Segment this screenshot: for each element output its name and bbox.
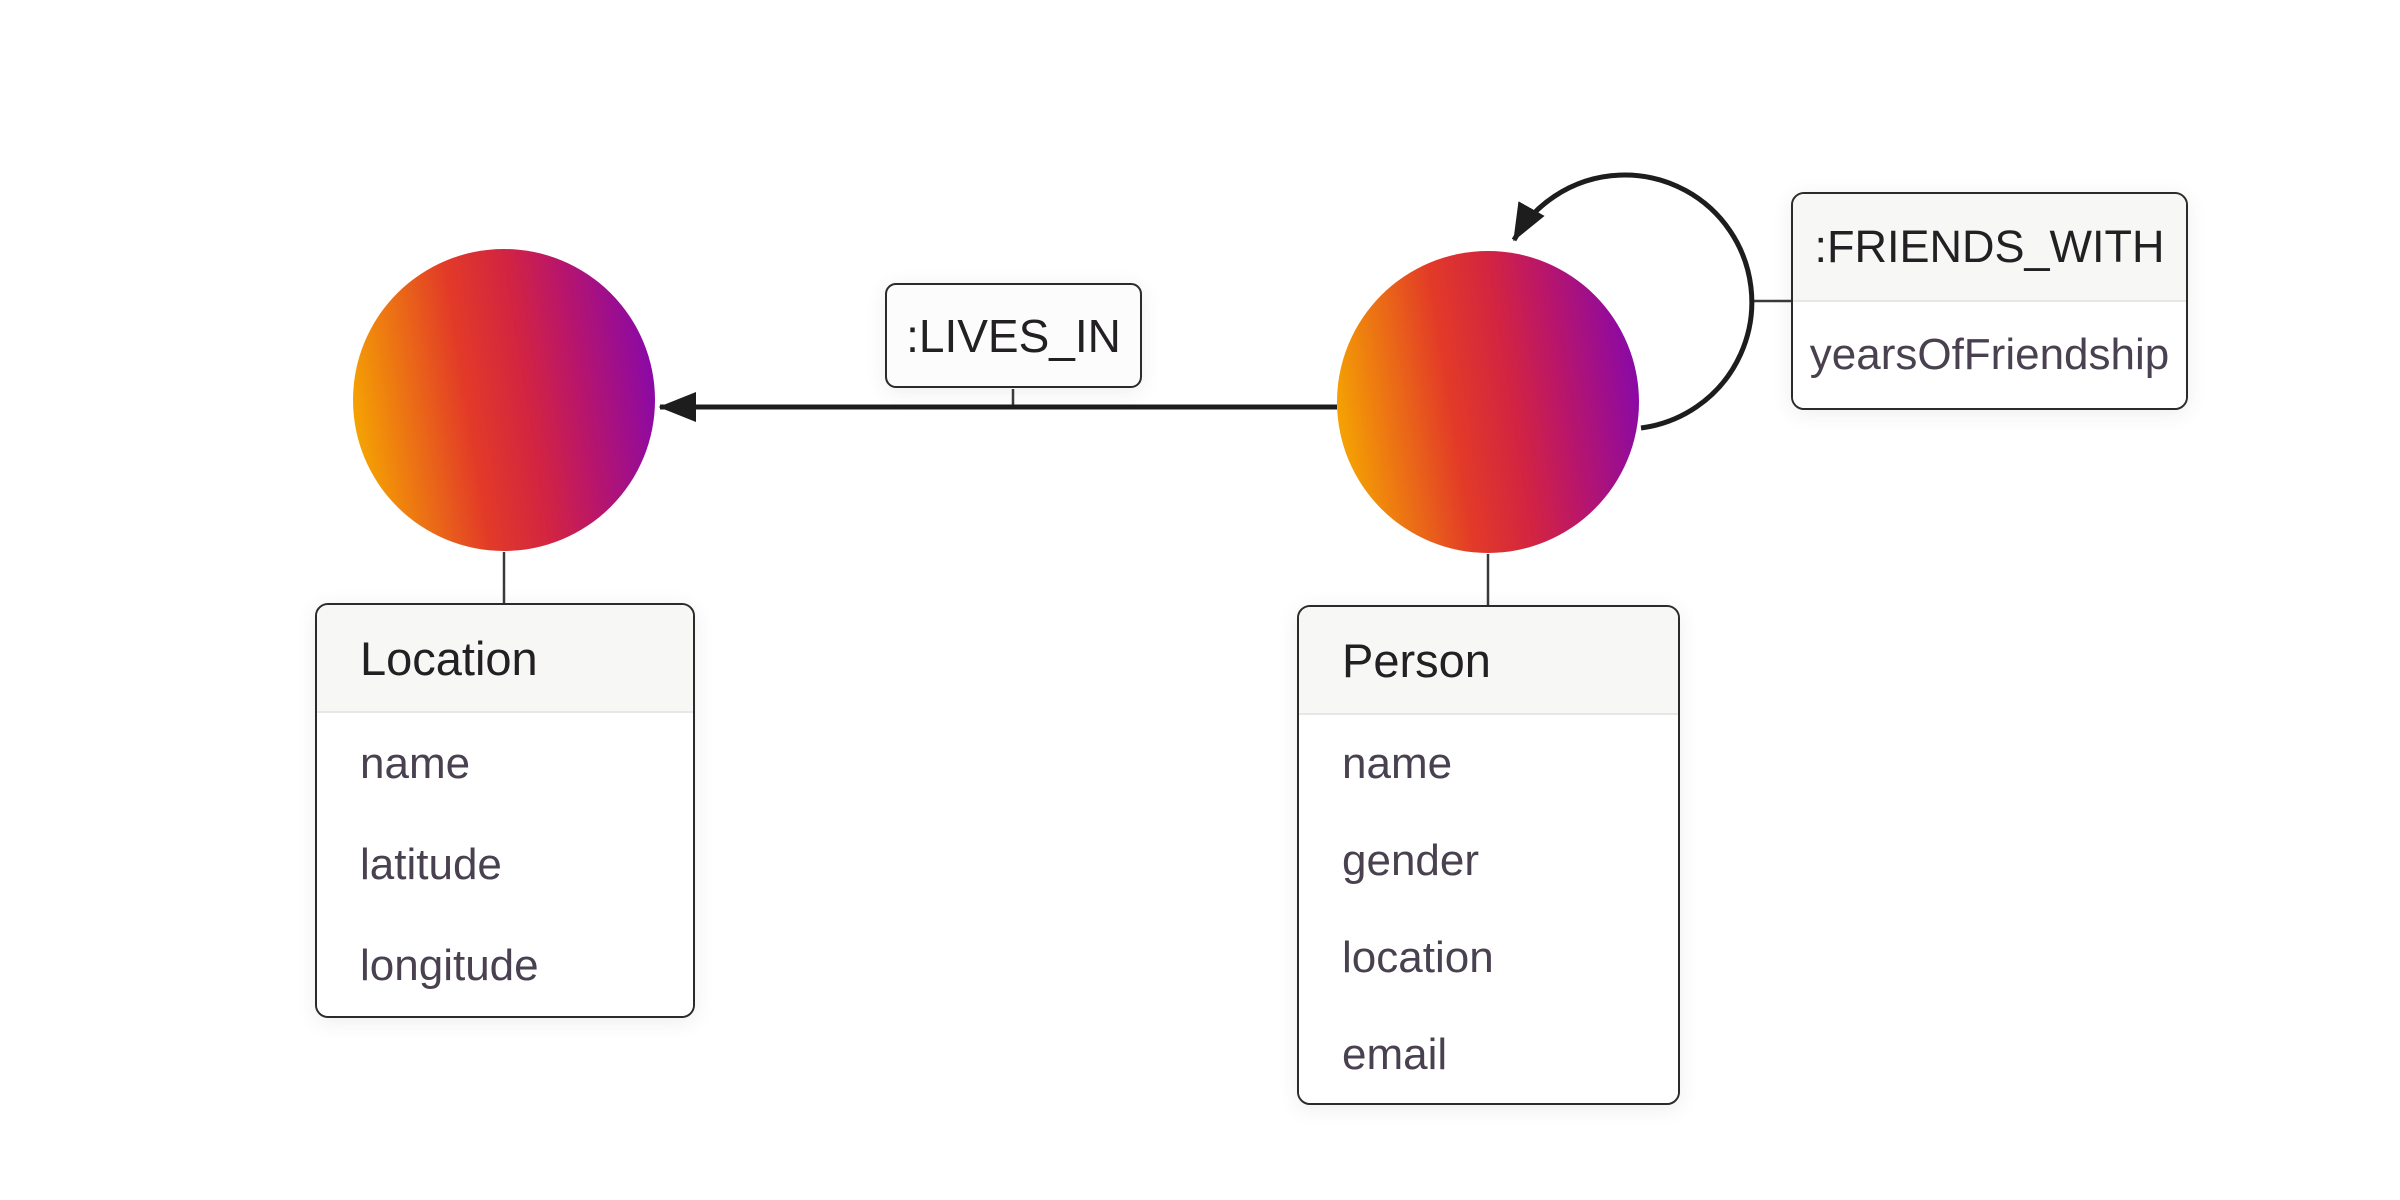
property-label: email: [1342, 1029, 1448, 1079]
node-label: Location: [360, 631, 538, 685]
property-row: longitude: [317, 915, 693, 1016]
friends-with-self-loop-edge[interactable]: [1511, 172, 1755, 431]
property-label: gender: [1342, 835, 1480, 885]
lives-in-relationship-label[interactable]: :LIVES_IN: [885, 283, 1142, 388]
location-node-circle[interactable]: [353, 249, 655, 551]
location-properties-card[interactable]: Location name latitude longitude: [315, 603, 695, 1018]
property-row: email: [1299, 1006, 1678, 1103]
property-row: yearsOfFriendship: [1793, 302, 2186, 408]
property-label: name: [1342, 738, 1453, 788]
property-label: name: [360, 738, 471, 788]
relationship-type-label: :FRIENDS_WITH: [1814, 221, 2165, 272]
node-label: Person: [1342, 633, 1491, 687]
property-label: longitude: [360, 940, 539, 990]
relationship-type-label: :LIVES_IN: [906, 309, 1121, 362]
property-row: name: [1299, 715, 1678, 812]
node-label-header: Location: [317, 605, 693, 713]
person-node-circle[interactable]: [1337, 251, 1639, 553]
person-properties-card[interactable]: Person name gender location email: [1297, 605, 1680, 1105]
property-row: gender: [1299, 812, 1678, 909]
node-label-header: Person: [1299, 607, 1678, 715]
property-row: latitude: [317, 814, 693, 915]
property-label: location: [1342, 932, 1494, 982]
property-row: location: [1299, 909, 1678, 1006]
relationship-type-header: :FRIENDS_WITH: [1793, 194, 2186, 302]
property-row: name: [317, 713, 693, 814]
property-label: yearsOfFriendship: [1809, 330, 2170, 379]
friends-with-relationship-card[interactable]: :FRIENDS_WITH yearsOfFriendship: [1791, 192, 2188, 410]
property-label: latitude: [360, 839, 502, 889]
